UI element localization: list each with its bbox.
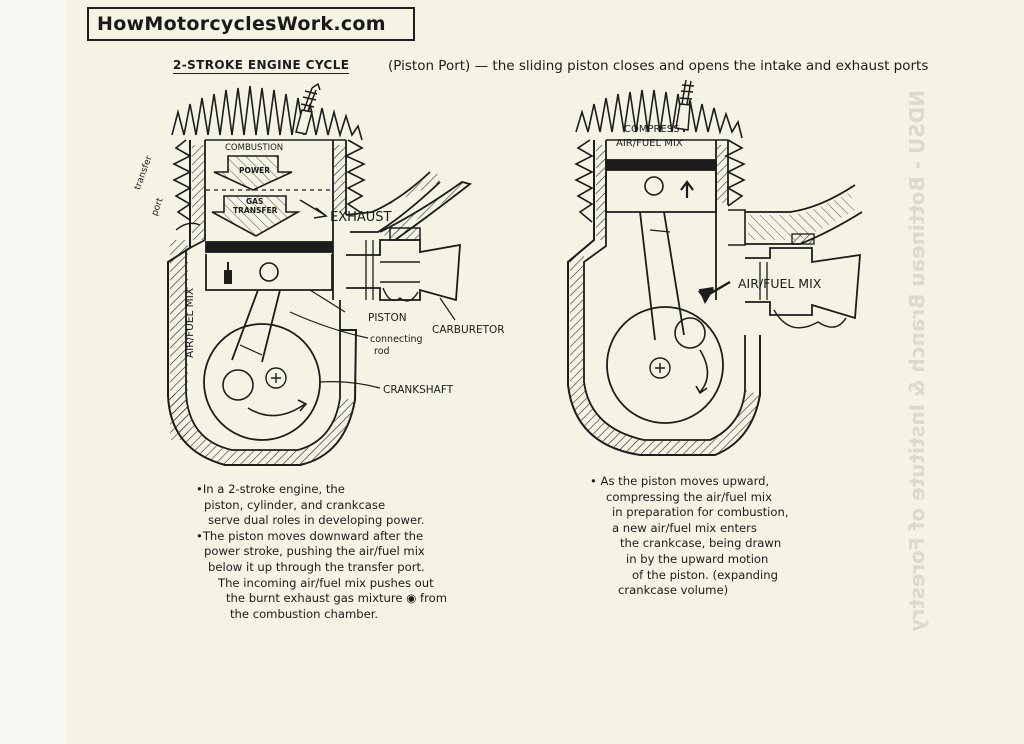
site-title: HowMotorcyclesWork.com <box>87 7 415 41</box>
note-line: • As the piston moves upward, <box>590 474 770 488</box>
right-engine-diagram <box>567 79 863 456</box>
note-line: power stroke, pushing the air/fuel mix <box>204 544 425 559</box>
note-line: piston, cylinder, and crankcase <box>204 497 386 512</box>
label-gas: GAS <box>246 197 264 206</box>
note-line: a new air/fuel mix enters <box>612 520 757 535</box>
right-piston <box>605 159 717 213</box>
left-piston <box>205 241 333 291</box>
right-spark-plug <box>675 79 695 131</box>
note-line: compressing the air/fuel mix <box>606 489 773 504</box>
paper-sheet <box>66 0 1024 744</box>
note-line: the combustion chamber. <box>230 606 379 621</box>
label-transfer: TRANSFER <box>233 206 278 215</box>
left-cooling-fins <box>171 85 366 221</box>
label-combustion: COMBUSTION <box>225 143 284 153</box>
note-line: The incoming air/fuel mix pushes out <box>218 575 434 590</box>
label-air-fuel-mix-right: AIR/FUEL MIX <box>738 276 822 291</box>
label-crankshaft: CRANKSHAFT <box>383 384 454 396</box>
label-exhaust: EXHAUST <box>330 210 392 225</box>
right-exhaust-pipe <box>728 184 863 246</box>
left-carburetor <box>346 227 461 302</box>
note-line: in by the upward motion <box>626 551 769 566</box>
note-line: •The piston moves downward after the <box>196 528 424 543</box>
note-line: the crankcase, being drawn <box>620 536 782 551</box>
note-line: serve dual roles in developing power. <box>208 513 425 528</box>
notes-left: •In a 2-stroke engine, the piston, cylin… <box>196 482 447 622</box>
left-spark-plug <box>295 82 321 135</box>
note-line: crankcase volume) <box>618 583 729 598</box>
notes-right: • As the piston moves upward, compressin… <box>590 474 789 599</box>
scanner-margin <box>0 0 66 744</box>
label-connecting: connecting <box>370 334 423 345</box>
piston-port-note: (Piston Port) — the sliding piston close… <box>388 58 929 74</box>
label-compress: COMPRESS <box>624 124 680 135</box>
label-rod: rod <box>374 346 390 357</box>
note-line: of the piston. (expanding <box>632 567 778 582</box>
label-carburetor: CARBURETOR <box>432 324 505 336</box>
right-carburetor <box>745 247 861 329</box>
label-air-fuel-mix-left: AIR/FUEL MIX <box>184 287 196 358</box>
label-piston: PISTON <box>368 312 407 324</box>
diagram-subtitle: 2-STROKE ENGINE CYCLE <box>173 58 350 74</box>
note-line: in preparation for combustion, <box>612 505 789 520</box>
label-compress-mix: AIR/FUEL MIX <box>616 138 683 149</box>
label-power: POWER <box>239 166 271 175</box>
note-line: •In a 2-stroke engine, the <box>196 482 345 496</box>
note-line: below it up through the transfer port. <box>208 559 425 574</box>
note-line: the burnt exhaust gas mixture ◉ from <box>226 591 447 606</box>
left-engine-diagram <box>167 82 473 466</box>
